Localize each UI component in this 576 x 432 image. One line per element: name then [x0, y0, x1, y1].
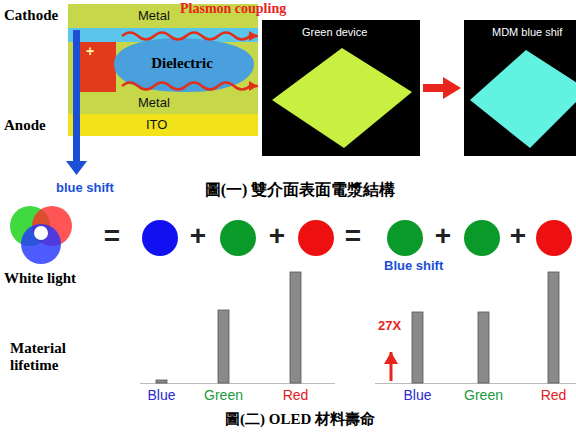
- node-text: Dielectric: [151, 55, 213, 72]
- charge-sign: +: [86, 43, 94, 59]
- red-circle: [536, 220, 572, 256]
- node-text: MDM blue shif: [492, 26, 562, 39]
- node-text: ITO: [146, 118, 167, 133]
- operator-sign: +: [190, 220, 206, 252]
- green-circle: [387, 220, 423, 256]
- lifetime-bars: [140, 272, 576, 384]
- glowing-panel: [464, 20, 576, 156]
- node-text: Metal: [138, 9, 170, 24]
- metal-layer: Metal: [68, 92, 258, 114]
- bar-label: Blue: [403, 387, 431, 403]
- red-circle: [298, 220, 334, 256]
- operator-sign: +: [269, 220, 285, 252]
- plasmon-wave: [122, 33, 258, 40]
- green-circle: [220, 220, 256, 256]
- white-center: [34, 226, 48, 240]
- bar: [218, 310, 229, 383]
- bar-label: Red: [283, 387, 309, 403]
- operator-sign: =: [104, 220, 120, 252]
- device-photo: Green device: [262, 20, 420, 156]
- blue-shift-arrowhead: [66, 161, 87, 175]
- glowing-panel: [262, 20, 420, 156]
- node-text: Green device: [302, 26, 367, 39]
- electrode-label: Anode: [4, 117, 46, 134]
- dielectric-blob: [114, 38, 254, 92]
- bar-label: Green: [464, 387, 503, 403]
- green-circle: [464, 220, 500, 256]
- effect-label: Plasmon coupling: [180, 1, 286, 17]
- effect-label: Blue shift: [384, 258, 443, 273]
- operator-sign: +: [510, 220, 526, 252]
- increase-arrow: [390, 352, 393, 381]
- axis-title: Material lifetime: [10, 340, 92, 374]
- blue-circle: [21, 224, 61, 264]
- bar-label: Green: [204, 387, 243, 403]
- bar: [290, 272, 301, 383]
- bar: [478, 312, 489, 383]
- figure-caption: 圖(二) OLED 材料壽命: [225, 410, 375, 429]
- emitter-layer: [80, 42, 116, 92]
- bar: [548, 272, 559, 383]
- bar-label: Red: [541, 387, 567, 403]
- device-photo: MDM blue shif: [464, 20, 576, 156]
- bar-label: Blue: [147, 387, 175, 403]
- flow-arrow: [423, 84, 445, 92]
- ito-layer: ITO: [68, 114, 258, 136]
- axis-line: [375, 383, 576, 384]
- axis-line: [140, 383, 335, 384]
- dielectric-region: Dielectric: [108, 34, 256, 94]
- bar: [412, 312, 423, 383]
- node-text: Metal: [138, 96, 170, 111]
- effect-label: blue shift: [56, 180, 114, 195]
- white-light-venn: [10, 206, 72, 264]
- operator-sign: =: [345, 220, 361, 252]
- bar: [156, 380, 167, 383]
- color-circles: [142, 220, 572, 256]
- electrode-label: Cathode: [4, 7, 58, 24]
- item-label: White light: [4, 270, 76, 287]
- figure-caption: 圖(一) 雙介面表面電漿結構: [205, 180, 396, 201]
- operator-sign: +: [435, 220, 451, 252]
- glowing-panel: [470, 50, 576, 148]
- blue-circle: [142, 220, 178, 256]
- glowing-panel: [272, 48, 412, 148]
- ratio-label: 27X: [378, 318, 401, 333]
